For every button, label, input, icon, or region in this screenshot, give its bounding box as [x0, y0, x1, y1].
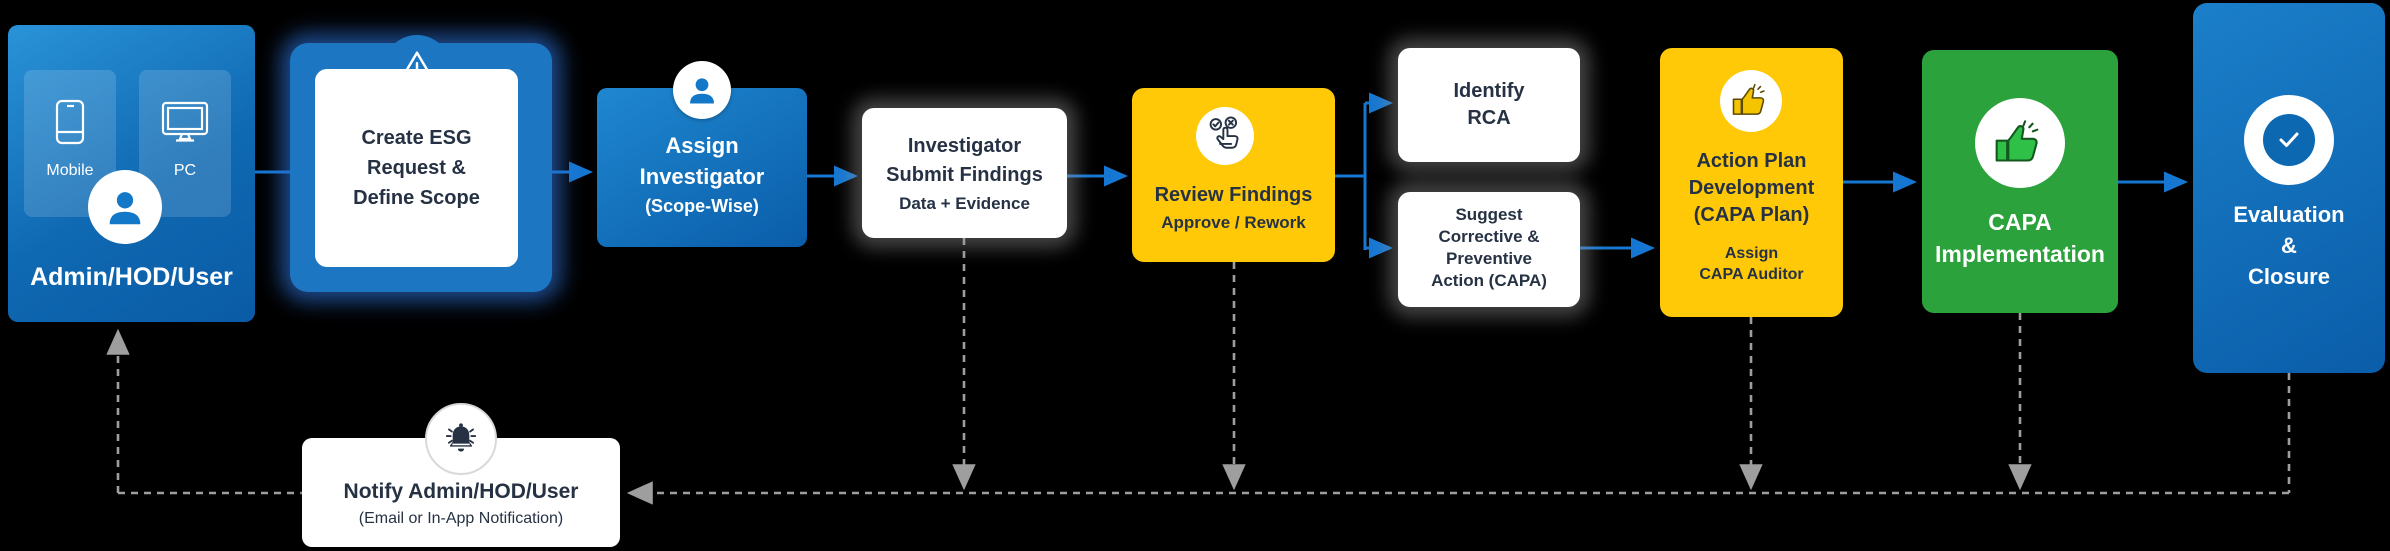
pc-icon [161, 90, 209, 154]
node-suggest-capa: Suggest Corrective & Preventive Action (… [1398, 192, 1580, 307]
user-icon [109, 192, 141, 225]
action-plan-title: Action Plan Development (CAPA Plan) [1688, 150, 1815, 226]
admin-avatar [88, 170, 162, 244]
user-icon [690, 78, 714, 104]
capa-implementation-title: CAPA Implementation [1935, 209, 2105, 267]
notify-title: Notify Admin/HOD/User [343, 480, 579, 503]
node-capa-implementation: CAPA Implementation [1922, 50, 2118, 313]
mobile-label: Mobile [46, 162, 94, 179]
node-evaluation-closure: Evaluation & Closure [2193, 3, 2385, 373]
mobile-icon [55, 90, 85, 154]
assign-subtitle: (Scope-Wise) [645, 196, 759, 216]
node-action-plan: Action Plan Development (CAPA Plan) Assi… [1660, 48, 1843, 317]
action-plan-badge [1720, 70, 1782, 132]
notify-subtitle: (Email or In-App Notification) [358, 510, 564, 527]
create-esg-title: Create ESG Request & Define Scope [315, 69, 518, 267]
admin-title: Admin/HOD/User [30, 263, 233, 291]
bell-icon [445, 423, 477, 452]
action-plan-subtitle: Assign CAPA Auditor [1699, 245, 1804, 283]
capa-implementation-badge [1975, 98, 2065, 188]
node-assign-investigator: Assign Investigator (Scope-Wise) [597, 61, 807, 247]
node-identify-rca: Identify RCA [1398, 48, 1580, 162]
review-badge [1196, 107, 1254, 165]
thumbs-up-icon [1732, 83, 1765, 115]
identify-rca-title: Identify RCA [1453, 80, 1525, 129]
select-hand-icon [1209, 116, 1239, 149]
node-create-esg: Create ESG Request & Define Scope [290, 35, 552, 292]
evaluation-title: Evaluation & Closure [2233, 202, 2345, 289]
review-subtitle: Approve / Rework [1161, 213, 1306, 232]
node-notify: Notify Admin/HOD/User (Email or In-App N… [302, 403, 620, 547]
suggest-capa-title: Suggest Corrective & Preventive Action (… [1431, 205, 1547, 290]
assign-title: Assign Investigator [639, 133, 765, 189]
node-review-findings: Review Findings Approve / Rework [1132, 88, 1335, 262]
node-submit-findings: Investigator Submit Findings Data + Evid… [862, 108, 1067, 238]
submit-findings-subtitle: Data + Evidence [899, 194, 1030, 213]
thumbs-up-icon [1995, 120, 2039, 162]
review-title: Review Findings [1154, 184, 1313, 206]
check-circle-icon [2263, 114, 2315, 166]
submit-findings-title: Investigator Submit Findings [886, 135, 1043, 186]
node-admin-hod-user: Mobile PC Admin/HOD/User [8, 25, 255, 322]
evaluation-badge [2244, 95, 2334, 185]
pc-label: PC [173, 162, 197, 179]
assign-avatar [673, 61, 731, 119]
notify-badge [425, 403, 497, 475]
